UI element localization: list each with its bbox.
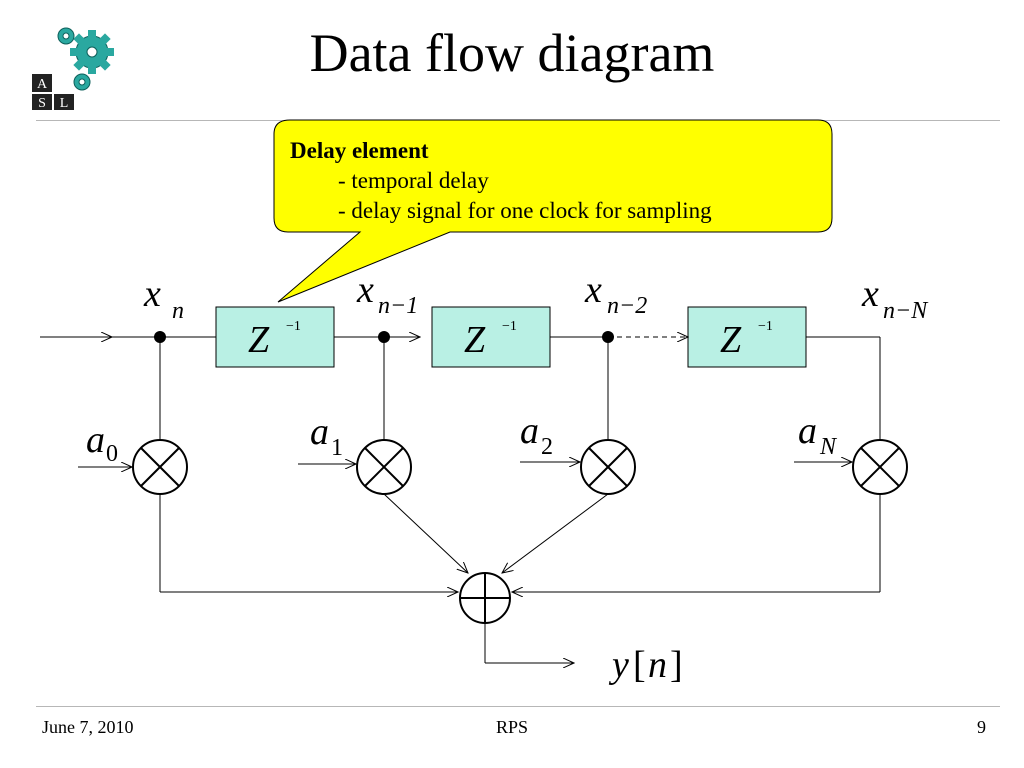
- signal-label: x: [584, 269, 602, 311]
- multiplier-node: [356, 439, 412, 495]
- coefficient-subscript: N: [819, 434, 838, 460]
- signal-subscript: n: [172, 298, 184, 324]
- small-gear-icon: [73, 73, 91, 91]
- multiplier-node: [580, 439, 636, 495]
- delay-label: Z: [248, 319, 270, 361]
- coefficient-label: a: [310, 411, 329, 453]
- asl-logo: A S L: [32, 27, 114, 111]
- callout-line: - temporal delay: [338, 168, 489, 193]
- callout-line: - delay signal for one clock for samplin…: [338, 198, 712, 223]
- small-gear-icon: [57, 27, 75, 45]
- page-title: Data flow diagram: [309, 23, 715, 83]
- multiplier-node: [132, 439, 188, 495]
- output-label: y: [608, 644, 629, 686]
- coefficient-label: a: [798, 410, 817, 452]
- delay-box: [687, 306, 807, 368]
- delay-exponent: −1: [502, 319, 517, 334]
- signal-label: x: [861, 273, 879, 315]
- output-index: n: [648, 644, 667, 686]
- delay-exponent: −1: [758, 319, 773, 334]
- footer-center: RPS: [495, 717, 529, 737]
- multiplier-node: [852, 439, 908, 495]
- coefficient-subscript: 0: [106, 441, 118, 467]
- footer-divider: [36, 706, 1000, 707]
- signal-subscript: n−N: [883, 298, 929, 324]
- coefficient-subscript: 1: [331, 435, 343, 461]
- coefficient-label: a: [520, 410, 539, 452]
- signal-label: x: [356, 269, 374, 311]
- logo-letter: L: [60, 96, 69, 111]
- footer-date: June 7, 2010: [42, 717, 134, 737]
- logo-letter: S: [38, 96, 46, 111]
- callout-bubble: [273, 119, 833, 303]
- delay-box: [215, 306, 335, 368]
- coefficient-label: a: [86, 419, 105, 461]
- signal-subscript: n−2: [607, 293, 647, 319]
- delay-label: Z: [464, 319, 486, 361]
- signal-subscript: n−1: [378, 293, 418, 319]
- adder-node: [459, 572, 511, 624]
- coefficient-subscript: 2: [541, 434, 553, 460]
- delay-exponent: −1: [286, 319, 301, 334]
- page-number: 9: [977, 717, 986, 737]
- output-bracket: ]: [670, 644, 683, 686]
- delay-label: Z: [720, 319, 742, 361]
- signal-label: x: [143, 273, 161, 315]
- delay-box: [431, 306, 551, 368]
- output-bracket: [: [633, 644, 646, 686]
- logo-letter: A: [37, 77, 48, 92]
- callout-heading: Delay element: [290, 138, 429, 163]
- callout-text: Delay element - temporal delay - delay s…: [290, 136, 712, 226]
